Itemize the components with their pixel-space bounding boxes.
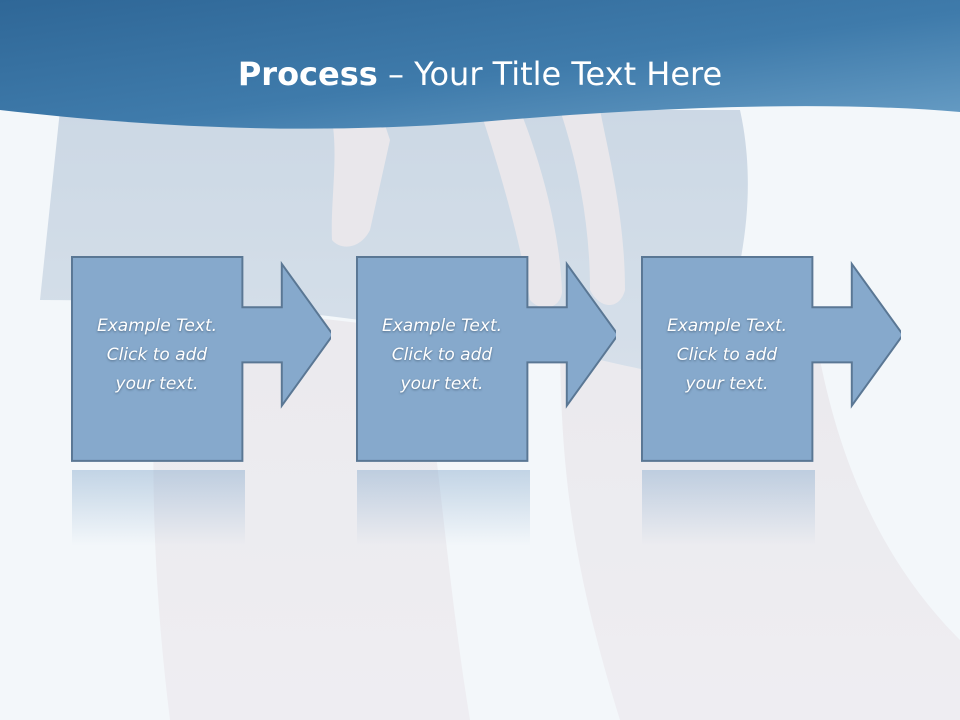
header-band — [0, 0, 960, 129]
title-rest: – Your Title Text Here — [377, 55, 723, 93]
step-label: Example Text. Click to add your text. — [666, 316, 788, 394]
process-step-2[interactable]: Example Text. Click to add your text. — [356, 256, 616, 556]
arrow-box-shape — [356, 256, 616, 546]
slide-title[interactable]: Process – Your Title Text Here — [0, 52, 960, 96]
title-strong: Process — [237, 55, 378, 93]
step-label: Example Text. Click to add your text. — [96, 316, 218, 394]
process-step-1[interactable]: Example Text. Click to add your text. — [71, 256, 331, 556]
arrow-box-shape — [71, 256, 331, 546]
process-step-3[interactable]: Example Text. Click to add your text. — [641, 256, 901, 556]
arrow-box-shape — [641, 256, 901, 546]
step-label: Example Text. Click to add your text. — [381, 316, 503, 394]
